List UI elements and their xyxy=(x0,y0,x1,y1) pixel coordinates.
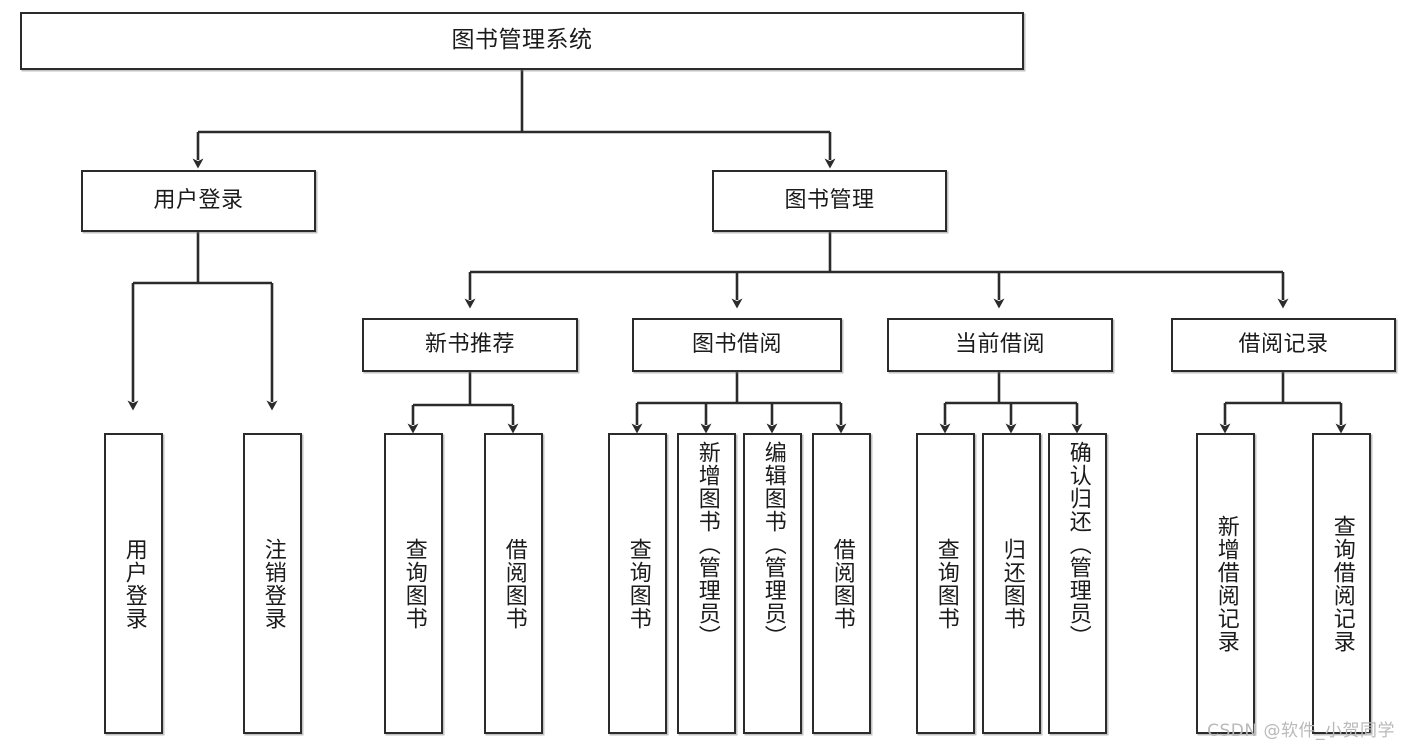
node-leaf-query-book-2-label: 查询图书 xyxy=(625,537,651,630)
node-leaf-edit-book[interactable]: 编辑图书（管理员） xyxy=(743,433,802,734)
node-leaf-borrow-book-1-label: 借阅图书 xyxy=(501,537,527,630)
node-leaf-borrow-book-1[interactable]: 借阅图书 xyxy=(484,433,543,734)
node-leaf-confirm-return-label: 确认归还（管理员） xyxy=(1065,441,1091,648)
node-leaf-logout-login-label: 注销登录 xyxy=(260,537,286,630)
node-user-login[interactable]: 用户登录 xyxy=(81,170,316,232)
node-leaf-query-book-1-label: 查询图书 xyxy=(401,537,427,630)
node-leaf-confirm-return[interactable]: 确认归还（管理员） xyxy=(1048,433,1107,734)
node-root-label: 图书管理系统 xyxy=(451,27,593,54)
node-leaf-logout-login[interactable]: 注销登录 xyxy=(243,433,302,734)
node-leaf-query-book-3-label: 查询图书 xyxy=(933,537,959,630)
node-leaf-query-book-1[interactable]: 查询图书 xyxy=(384,433,443,734)
node-leaf-query-book-2[interactable]: 查询图书 xyxy=(608,433,667,734)
node-leaf-query-book-3[interactable]: 查询图书 xyxy=(916,433,975,734)
node-new-book-recommend[interactable]: 新书推荐 xyxy=(362,318,578,372)
node-leaf-add-book-label: 新增图书（管理员） xyxy=(694,441,720,648)
node-book-manage[interactable]: 图书管理 xyxy=(712,170,947,232)
node-book-manage-label: 图书管理 xyxy=(784,188,875,214)
node-current-borrow[interactable]: 当前借阅 xyxy=(887,318,1113,372)
node-leaf-add-record[interactable]: 新增借阅记录 xyxy=(1196,433,1255,734)
node-leaf-user-login-label: 用户登录 xyxy=(121,537,147,630)
node-leaf-return-book-label: 归还图书 xyxy=(999,537,1025,630)
node-leaf-query-record-label: 查询借阅记录 xyxy=(1329,514,1355,653)
node-leaf-add-record-label: 新增借阅记录 xyxy=(1213,514,1239,653)
node-book-borrow[interactable]: 图书借阅 xyxy=(632,318,842,372)
node-leaf-add-book[interactable]: 新增图书（管理员） xyxy=(677,433,736,734)
node-leaf-user-login[interactable]: 用户登录 xyxy=(104,433,163,734)
node-leaf-borrow-book-2[interactable]: 借阅图书 xyxy=(812,433,871,734)
node-leaf-query-record[interactable]: 查询借阅记录 xyxy=(1312,433,1371,734)
node-user-login-label: 用户登录 xyxy=(153,188,244,214)
node-borrow-record-label: 借阅记录 xyxy=(1238,332,1329,358)
node-borrow-record[interactable]: 借阅记录 xyxy=(1171,318,1396,372)
node-leaf-edit-book-label: 编辑图书（管理员） xyxy=(760,441,786,648)
node-current-borrow-label: 当前借阅 xyxy=(954,332,1045,358)
node-new-book-recommend-label: 新书推荐 xyxy=(424,332,515,358)
node-book-borrow-label: 图书借阅 xyxy=(691,332,782,358)
node-leaf-borrow-book-2-label: 借阅图书 xyxy=(829,537,855,630)
node-root[interactable]: 图书管理系统 xyxy=(20,12,1024,70)
node-leaf-return-book[interactable]: 归还图书 xyxy=(982,433,1041,734)
